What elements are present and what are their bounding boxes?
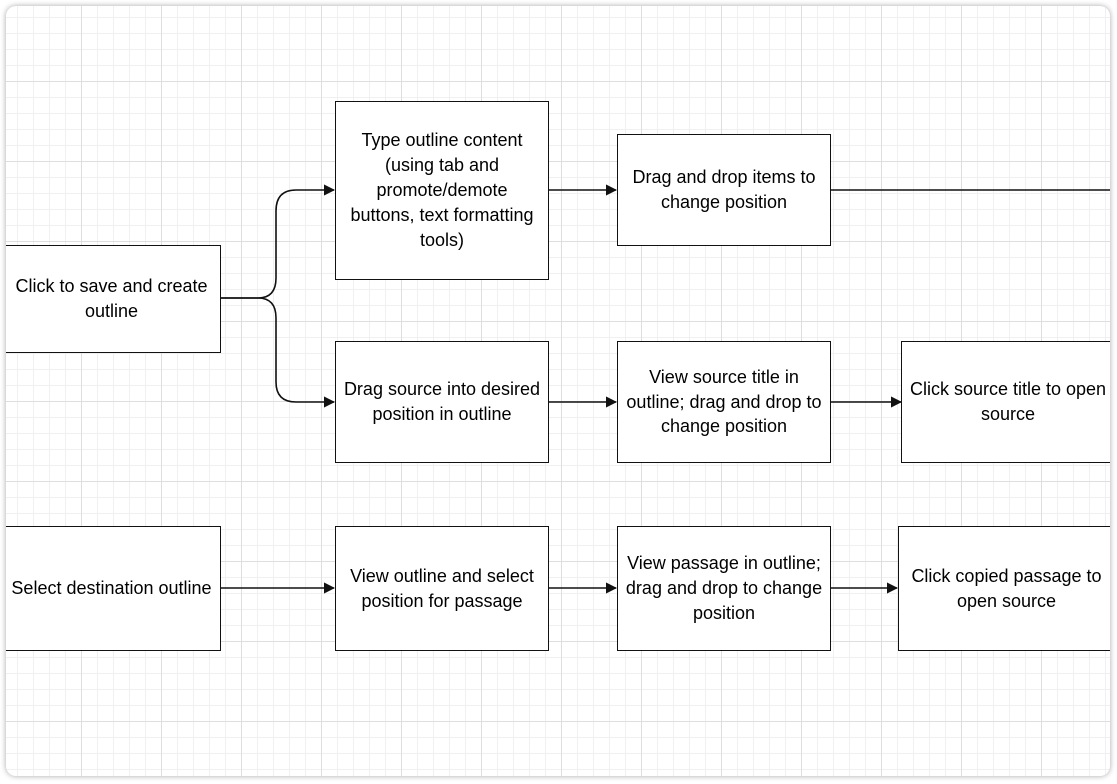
edge-save-to-drag-source	[220, 297, 336, 408]
connectors	[220, 184, 1110, 594]
node-click-copied-passage: Click copied passage to open source	[898, 526, 1110, 651]
node-view-passage: View passage in outline; drag and drop t…	[617, 526, 831, 651]
diagram-canvas: Click to save and create outline Type ou…	[6, 6, 1110, 776]
node-view-outline-select: View outline and select position for pas…	[335, 526, 549, 651]
node-select-destination: Select destination outline	[6, 526, 221, 651]
edge-save-to-type	[220, 184, 336, 299]
node-drag-drop-items: Drag and drop items to change position	[617, 134, 831, 246]
node-click-source-title: Click source title to open source	[901, 341, 1110, 463]
node-type-outline-content: Type outline content (using tab and prom…	[335, 101, 549, 280]
node-save-create-outline: Click to save and create outline	[6, 245, 221, 353]
node-drag-source: Drag source into desired position in out…	[335, 341, 549, 463]
node-view-source-title: View source title in outline; drag and d…	[617, 341, 831, 463]
